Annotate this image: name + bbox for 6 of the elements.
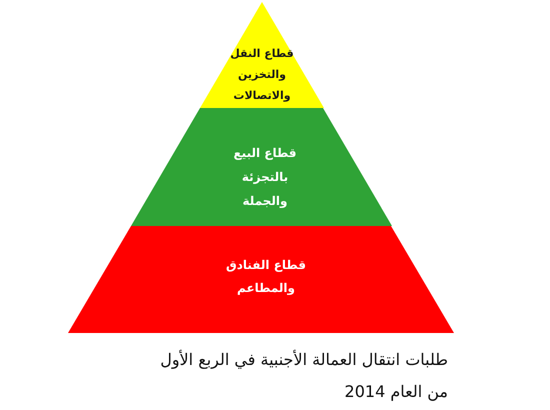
tier-label: قطاع الفنادق والمطاعم <box>225 257 307 297</box>
pyramid-level <box>131 108 392 226</box>
chart-caption: طلبات انتقال العمالة الأجنبية في الربع الأول من العام 2014 <box>159 348 448 403</box>
pyramid-level <box>68 226 454 333</box>
tier-label: قطاع النقل والتخزين والاتصالات <box>229 46 295 104</box>
tier-label: قطاع البيع بالتجزئة والجملة <box>232 145 298 210</box>
